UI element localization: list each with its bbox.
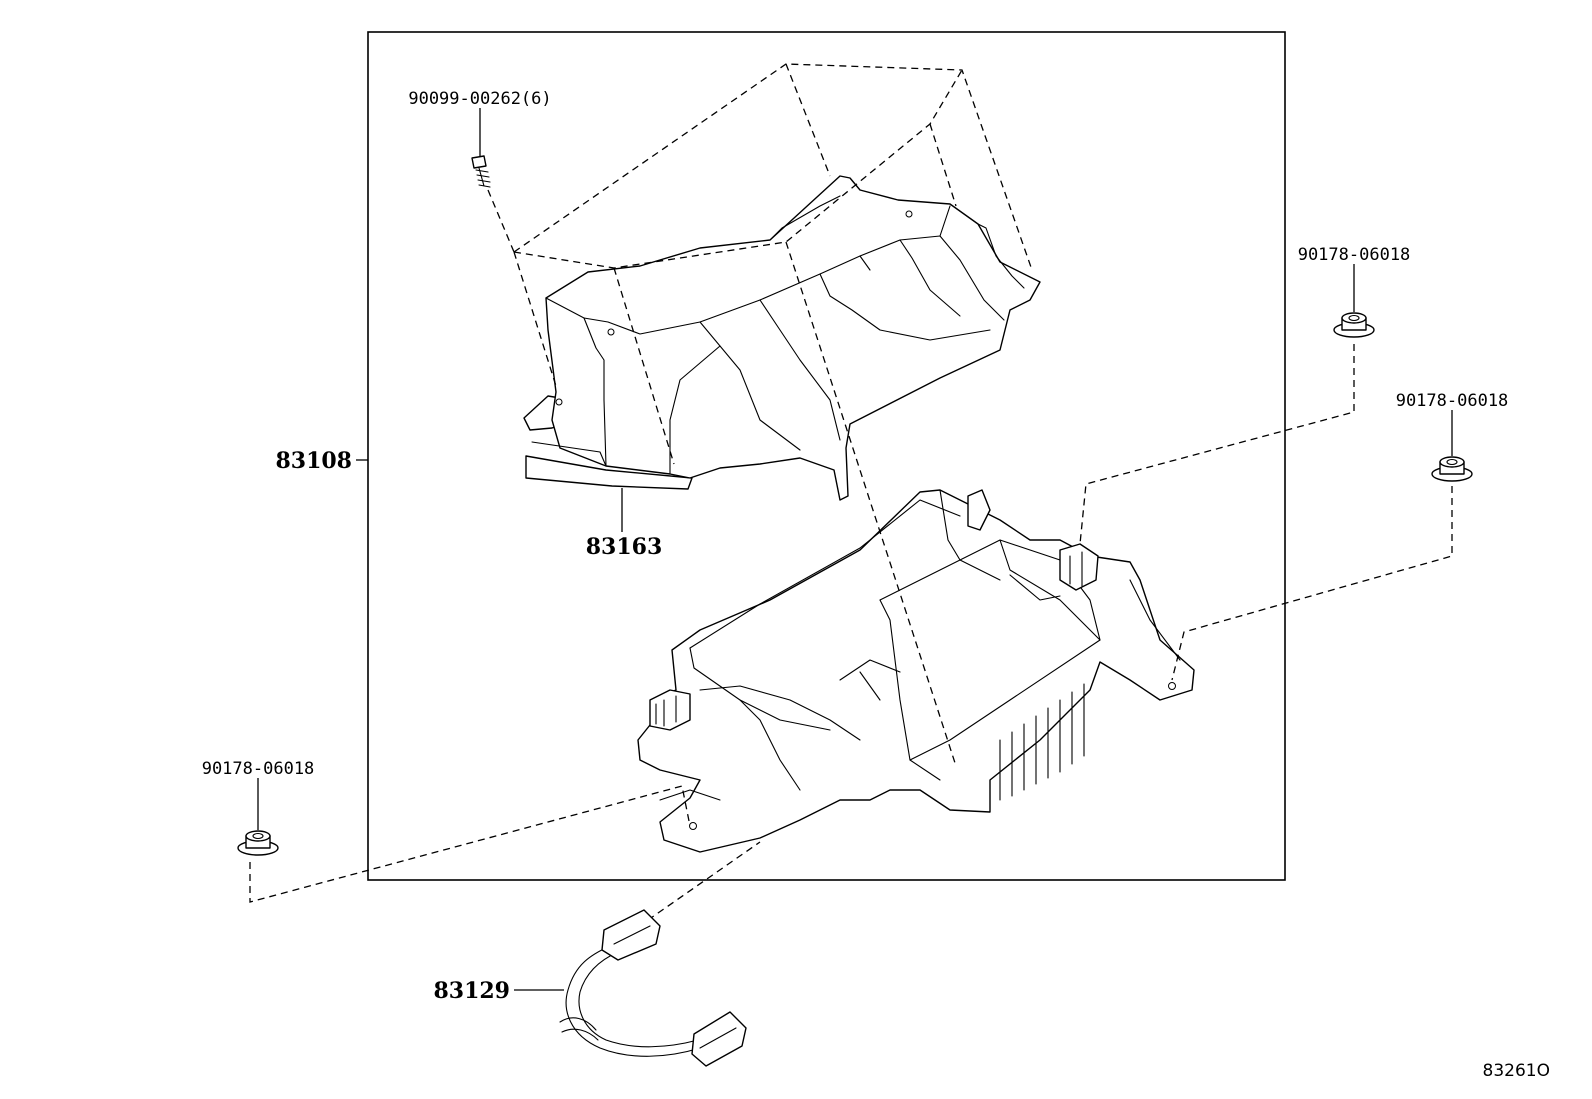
label-wire-harness: 83129: [433, 978, 510, 1004]
label-nut-left: 90178-06018: [202, 759, 315, 779]
nut-icon-right-lower: [1431, 456, 1473, 482]
label-cover: 83163: [586, 534, 663, 560]
label-nut-right-lower: 90178-06018: [1396, 391, 1509, 411]
leader-lines: [257, 108, 1453, 991]
cover-part: [523, 175, 1041, 501]
exploded-view-lines: [249, 63, 1453, 921]
label-assembly: 83108: [275, 448, 352, 474]
label-screw: 90099-00262(6): [408, 89, 551, 109]
nut-icon-left: [237, 830, 279, 856]
nut-icon-right-upper: [1333, 312, 1375, 338]
lower-unit-part: [637, 489, 1195, 853]
wire-harness-part: [559, 909, 747, 1067]
drawing-reference: 83261O: [1483, 1061, 1550, 1081]
screw-icon: [471, 155, 491, 188]
assembly-frame: [367, 31, 1286, 881]
label-nut-right-upper: 90178-06018: [1298, 245, 1411, 265]
